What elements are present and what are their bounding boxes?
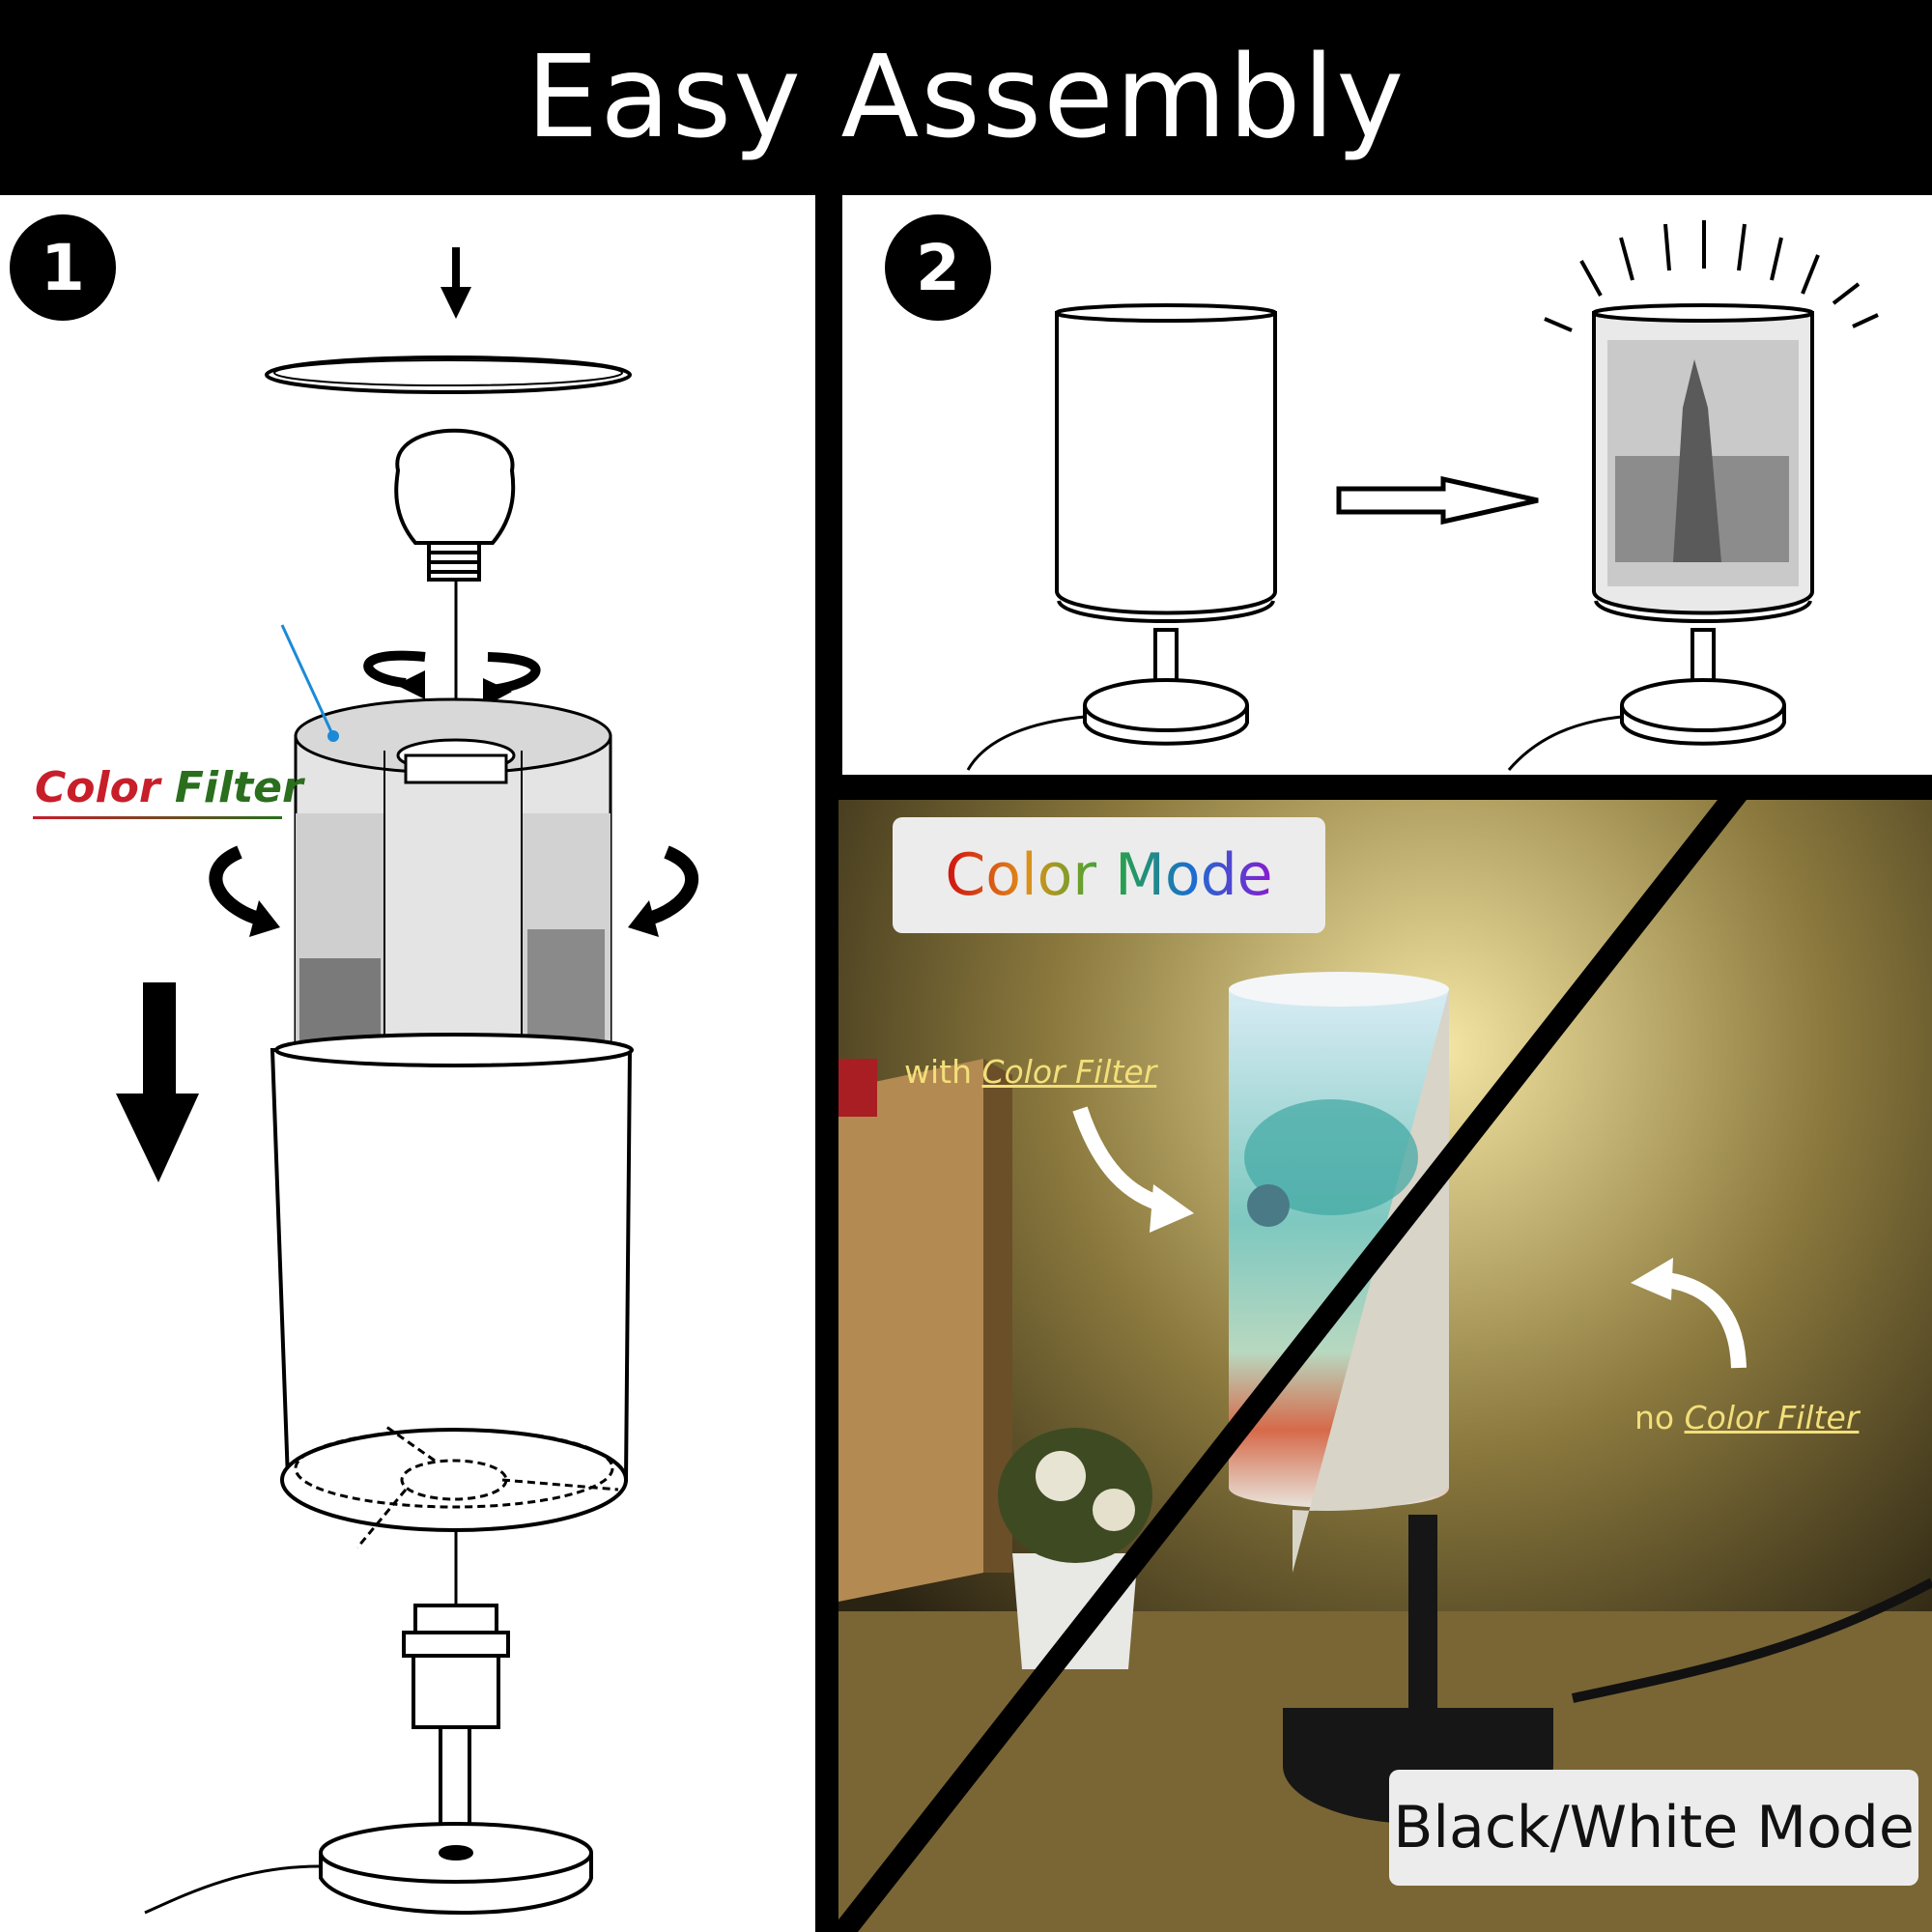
- title-bar: Easy Assembly: [0, 0, 1932, 193]
- insert-arrow-right-icon: [628, 845, 699, 937]
- lamp-shade-photo: [1229, 972, 1449, 1573]
- mode-divider: [838, 800, 1747, 1932]
- color-filter-underline: [33, 816, 282, 819]
- lamp-modes-photo: Color Mode with Color Filter no Color Fi…: [838, 800, 1932, 1932]
- transform-arrow-icon: [1336, 475, 1539, 526]
- top-ring: [265, 355, 632, 394]
- no-filter-prefix: no: [1634, 1399, 1675, 1436]
- bw-mode-label-box: Black/White Mode: [1389, 1770, 1918, 1886]
- exploded-lamp-diagram: [116, 247, 699, 1915]
- power-cord: [144, 1864, 320, 1915]
- unlit-lamp: [966, 303, 1278, 771]
- assembly-step-1-panel: 1: [0, 195, 815, 1932]
- light-rays-icon: [1544, 220, 1879, 332]
- with-filter-link: Color Filter: [981, 1053, 1157, 1091]
- light-bulb-icon: [394, 428, 516, 582]
- small-down-arrow-icon: [440, 247, 471, 319]
- lamp-socket: [402, 1604, 510, 1729]
- no-filter-arrow-icon: [1631, 1258, 1747, 1369]
- color-mode-label: Color Mode: [945, 841, 1273, 909]
- with-filter-caption: with Color Filter: [904, 1053, 1156, 1091]
- lamp-cable-photo: [1571, 1577, 1932, 1703]
- rotate-arrow-icon: [363, 650, 541, 695]
- lamp-photo-illustration: [838, 800, 1932, 1932]
- no-filter-link: Color Filter: [1684, 1399, 1860, 1436]
- before-after-diagram: [966, 220, 1879, 771]
- assembly-step-2-panel: 2: [842, 195, 1932, 775]
- no-filter-caption: no Color Filter: [1634, 1399, 1859, 1436]
- step-badge-1: 1: [10, 214, 116, 321]
- with-filter-prefix: with: [904, 1053, 973, 1091]
- insert-arrow-left-icon: [209, 845, 280, 937]
- london-book: [838, 1059, 1012, 1602]
- color-filter-label-word-1: Color: [35, 763, 160, 812]
- color-filter-label-word-2: Filter: [174, 763, 303, 812]
- lit-lamp: [1507, 303, 1815, 771]
- bw-mode-label: Black/White Mode: [1393, 1794, 1915, 1861]
- big-down-arrow-icon: [116, 982, 199, 1182]
- lamp-shade: [270, 1033, 634, 1532]
- lamp-base: [319, 1725, 593, 1915]
- color-filter-cylinder: [294, 697, 612, 1066]
- page-title: Easy Assembly: [526, 30, 1406, 163]
- label-pointer: [280, 624, 335, 737]
- step-badge-2: 2: [885, 214, 991, 321]
- color-mode-label-box: Color Mode: [893, 817, 1325, 933]
- color-filter-label: Color Filter: [35, 763, 303, 812]
- with-filter-arrow-icon: [1072, 1106, 1194, 1233]
